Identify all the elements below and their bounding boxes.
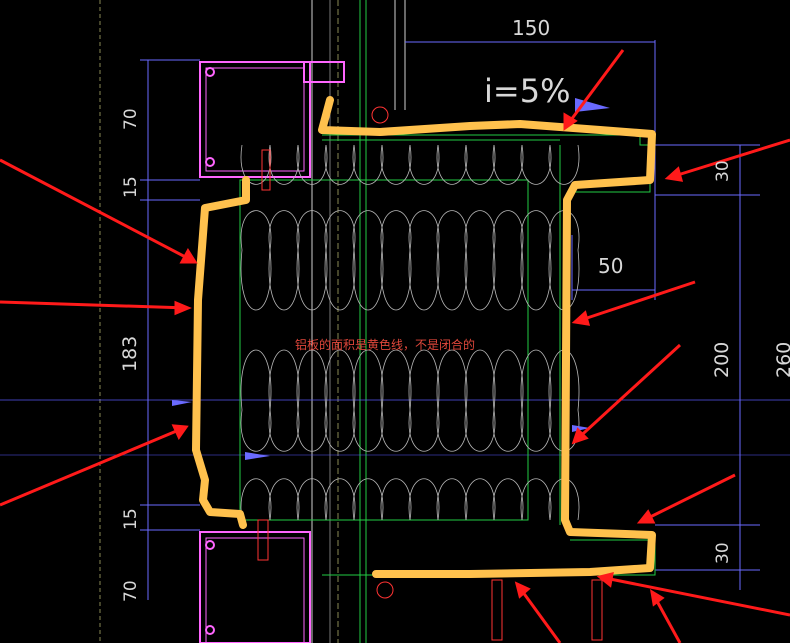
insulation-loop — [268, 144, 300, 251]
right-dimension-chain — [405, 40, 760, 590]
insulation-loop — [296, 409, 328, 521]
dim-left-183: 183 — [119, 336, 141, 372]
insulation-hatch — [240, 144, 580, 521]
insulation-loop — [408, 249, 440, 411]
insulation-loop — [464, 409, 496, 521]
insulation-loop — [268, 409, 300, 521]
insulation-loop — [268, 249, 300, 411]
insulation-loop — [380, 409, 412, 521]
insulation-loop — [492, 144, 524, 251]
insulation-loop — [324, 249, 356, 411]
insulation-loop — [408, 409, 440, 521]
dim-left-70-top: 70 — [121, 108, 141, 130]
insulation-loop — [492, 409, 524, 521]
insulation-loop — [296, 249, 328, 411]
dim-right-260: 260 — [773, 342, 790, 378]
insulation-loop — [296, 144, 328, 251]
insulation-loop — [324, 409, 356, 521]
dim-right-30-top: 30 — [713, 160, 733, 182]
insulation-loop — [352, 144, 384, 251]
dim-left-15-bottom: 15 — [121, 508, 141, 530]
fasteners — [257, 106, 603, 641]
dim-right-30-bottom: 30 — [713, 542, 733, 564]
insulation-loop — [464, 144, 496, 251]
insulation-loop — [324, 144, 356, 251]
insulation-loop — [492, 249, 524, 411]
insulation-loop — [464, 249, 496, 411]
dim-left-15-top: 15 — [121, 176, 141, 198]
inner-panel-lines — [239, 134, 656, 576]
annotation-note: 铝板的面积是黄色线，不是闭合的 — [295, 337, 475, 352]
slope-markers — [172, 98, 610, 460]
insulation-loop — [352, 409, 384, 521]
dim-right-200: 200 — [711, 342, 733, 378]
red-arrows — [0, 49, 790, 643]
insulation-loop — [520, 409, 552, 521]
insulation-loop — [520, 249, 552, 411]
slope-label: i=5% — [484, 72, 570, 110]
insulation-loop — [436, 249, 468, 411]
insulation-loop — [436, 144, 468, 251]
mullion-profile-bottom — [199, 531, 311, 643]
mullion-profile-top — [199, 61, 345, 178]
insulation-loop — [240, 249, 272, 411]
aluminium-panel-outline — [192, 96, 656, 578]
insulation-loop — [240, 409, 272, 521]
left-dimension-chain — [140, 59, 200, 600]
insulation-loop — [380, 144, 412, 251]
dim-inner-50: 50 — [598, 254, 623, 278]
insulation-loop — [408, 144, 440, 251]
insulation-loop — [436, 409, 468, 521]
dim-left-70-bottom: 70 — [121, 580, 141, 602]
insulation-loop — [380, 249, 412, 411]
insulation-loop — [352, 249, 384, 411]
insulation-loop — [240, 144, 272, 251]
insulation-loop — [520, 144, 552, 251]
dim-top-150: 150 — [512, 16, 550, 40]
